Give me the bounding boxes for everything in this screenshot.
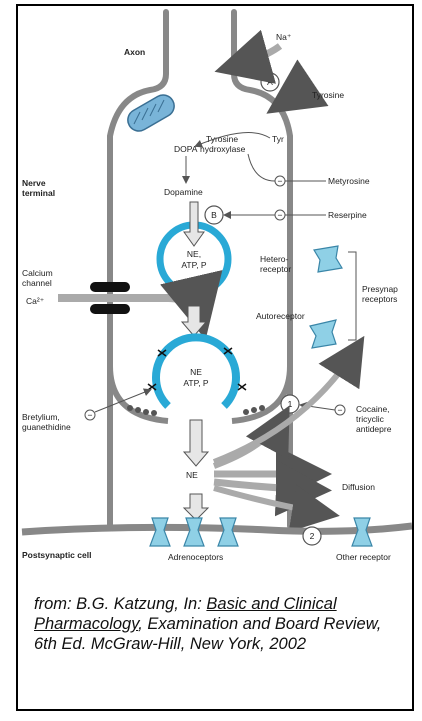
metyrosine-minus: − <box>278 176 283 186</box>
calcium-channel-label-2: channel <box>22 278 52 288</box>
ne-label: NE <box>186 470 198 480</box>
presynaptic-receptors-label-2: receptors <box>362 294 397 304</box>
diffusion-label: Diffusion <box>342 482 375 492</box>
vesicle-top-label-1: NE, <box>187 249 201 259</box>
terminal-bottom-membrane-right <box>232 366 290 421</box>
cocaine-label-1: Cocaine, <box>356 404 390 414</box>
metyrosine-label: Metyrosine <box>328 176 370 186</box>
nerve-terminal-label-1: Nerve <box>22 178 46 188</box>
figure-caption: from: B.G. Katzung, In: Basic and Clinic… <box>34 594 394 654</box>
dopa-label: DOPA <box>174 144 198 154</box>
tyrosine-hydroxylase-label-1: Tyrosine <box>206 134 238 144</box>
calcium-channel-upper <box>90 282 130 292</box>
sodium-label: Na⁺ <box>276 32 292 42</box>
transporter-2-label: 2 <box>310 531 315 541</box>
transporter-1-label: 1 <box>288 399 293 409</box>
caption-prefix: from: B.G. Katzung, In: <box>34 595 206 613</box>
bretylium-label-1: Bretylium, <box>22 412 60 422</box>
fusing-vesicle-label-1: NE <box>190 367 202 377</box>
tyr-label: Tyr <box>272 134 284 144</box>
noradrenergic-synapse-diagram: A Na⁺ Tyrosine Tyrosine hydroxylase Tyr … <box>18 6 412 566</box>
calcium-ion-label: Ca²⁺ <box>26 296 45 306</box>
transporter-b-label: B <box>211 210 217 220</box>
adrenoceptors-label: Adrenoceptors <box>168 552 223 562</box>
heteroreceptor-label-1: Hetero- <box>260 254 289 264</box>
cocaine-minus: − <box>338 405 343 415</box>
vesicle-top-label-2: ATP, P <box>181 260 207 270</box>
reserpine-label: Reserpine <box>328 210 367 220</box>
fusing-vesicle-label-2: ATP, P <box>183 378 209 388</box>
calcium-influx-arrow <box>58 298 202 324</box>
bretylium-line <box>95 390 150 412</box>
cocaine-label-3: antidepre <box>356 424 392 434</box>
cocaine-label-2: tricyclic <box>356 414 385 424</box>
to-adrenoceptors-arrow <box>184 494 208 520</box>
dopamine-label: Dopamine <box>164 187 203 197</box>
tyrosine-label: Tyrosine <box>312 90 344 100</box>
bretylium-label-2: guanethidine <box>22 422 71 432</box>
calcium-channel-lower <box>90 304 130 314</box>
nerve-terminal-label-2: terminal <box>22 188 55 198</box>
heteroreceptor <box>314 246 342 272</box>
presynaptic-bracket <box>348 252 356 340</box>
reserpine-minus: − <box>278 210 283 220</box>
bretylium-minus: − <box>88 410 93 420</box>
postsynaptic-membrane <box>22 526 412 532</box>
postsynaptic-cell-label: Postsynaptic cell <box>22 550 91 560</box>
axon-label: Axon <box>124 47 145 57</box>
calcium-channel-label-1: Calcium <box>22 268 53 278</box>
release-arrow <box>184 420 208 466</box>
tyrosine-arrow <box>278 96 308 106</box>
transporter-a-label: A <box>267 77 273 87</box>
other-receptors-label: Other receptor <box>336 552 391 562</box>
heteroreceptor-label-2: receptor <box>260 264 291 274</box>
metyrosine-line-2 <box>248 154 275 181</box>
diffusion-arrow-2 <box>214 482 318 490</box>
tyrosine-hydroxylase-label-2: hydroxylase <box>200 144 246 154</box>
autoreceptor-label: Autoreceptor <box>256 311 305 321</box>
membrane-granules <box>127 405 265 416</box>
autoreceptor <box>310 320 336 348</box>
presynaptic-receptors-label-1: Presynap <box>362 284 398 294</box>
